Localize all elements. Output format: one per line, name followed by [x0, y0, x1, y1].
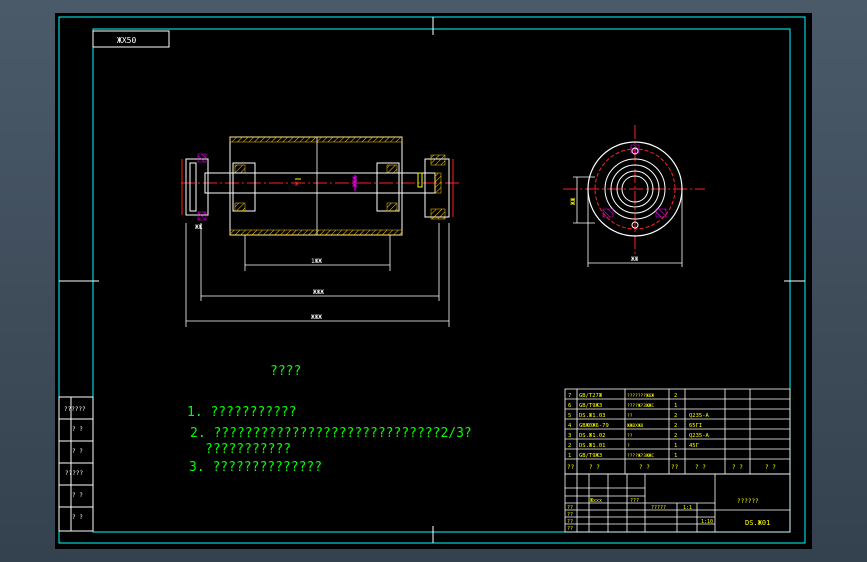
bom-cell-name: ????Ж?3ЖЖC — [627, 453, 654, 459]
bom-cell-name: ???????Ж6Ж — [627, 393, 654, 399]
bom-cell-qty: 1 — [674, 453, 677, 459]
note-2-cont: ??????????? — [205, 442, 291, 457]
dim-inner-length: 1ЖЖ — [311, 258, 322, 265]
left-end-cap — [185, 158, 209, 216]
bom-cell-qty: 1 — [674, 403, 677, 409]
stamp-4: ????? — [65, 470, 83, 477]
technical-notes: ???? 1. ??????????? 2. ?????????????????… — [187, 364, 472, 475]
stamp-3: ? ? — [72, 448, 83, 455]
stamp-5: ? ? — [72, 492, 83, 499]
svg-text:? ?: ? ? — [589, 464, 600, 471]
note-3: 3. ?????????????? — [189, 460, 322, 475]
outer-frame — [58, 16, 806, 544]
bom-cell-material: 45Г — [689, 443, 700, 449]
svg-text:Ж: Ж — [295, 181, 299, 188]
cad-drawing: ЖX50 ?????? ? ? ? ? ????? ? ? ? ? — [58, 16, 806, 544]
svg-text:??: ?? — [567, 512, 573, 518]
svg-text:???: ??? — [630, 498, 639, 504]
notes-title: ???? — [270, 364, 301, 379]
bom-cell-no: 6 — [568, 403, 571, 409]
svg-text:??: ?? — [671, 464, 679, 471]
title-block-text: ?? ?? ?? ?? Жxxx ??? ????? 1:1 1:10 ????… — [567, 498, 770, 532]
bom-cell-name: ? — [627, 443, 630, 449]
bom-cell-code: GBЖ0Ж6-79 — [579, 423, 609, 429]
inner-frame — [92, 28, 791, 533]
drawing-code: DS.Ж01 — [745, 519, 770, 527]
bom-cell-code: GB/T9Ж3 — [579, 403, 602, 409]
bom-cell-qty: 2 — [674, 393, 677, 399]
bom-cell-qty: 2 — [674, 433, 677, 439]
bom-cell-name: ЖЖ0XЖ8 — [627, 423, 644, 429]
bom-cell-no: 7 — [568, 393, 571, 399]
stamp-2: ? ? — [72, 426, 83, 433]
cad-viewport[interactable]: ЖX50 ?????? ? ? ? ? ????? ? ? ? ? — [55, 13, 812, 549]
dim-side-diameter: ЖЖ — [631, 256, 639, 263]
svg-text:??: ?? — [567, 519, 573, 525]
svg-text:ЖЖЖ: ЖЖЖ — [352, 176, 359, 187]
bom-cell-material: 65ГI — [689, 423, 702, 429]
stamp-6: ? ? — [72, 514, 83, 521]
svg-text:Жxxx: Жxxx — [590, 498, 602, 504]
bom-cell-code: DS.Ж1.01 — [579, 443, 606, 449]
bom-cell-qty: 2 — [674, 413, 677, 419]
drum-body — [229, 136, 403, 236]
svg-text:? ?: ? ? — [765, 464, 776, 471]
scale-value: 1:1 — [683, 505, 692, 511]
dim-mid-length: ЖЖЖ — [313, 289, 324, 296]
bom-cell-material: Q235-A — [689, 433, 710, 439]
corner-code-box: ЖX50 — [92, 30, 170, 48]
stamp-1: ?????? — [64, 406, 86, 413]
bom-cell-name: ????Ж?3ЖЖC — [627, 403, 654, 409]
bom-cell-no: 1 — [568, 453, 571, 459]
svg-text:? ?: ? ? — [695, 464, 706, 471]
drawing-name: ?????? — [737, 498, 759, 505]
svg-text:??: ?? — [567, 526, 573, 532]
note-1: 1. ??????????? — [187, 405, 297, 420]
roller-side-view: ЖЖ ЖЖ — [563, 125, 705, 267]
title-block — [564, 473, 791, 533]
bom-cell-qty: 2 — [674, 423, 677, 429]
svg-text:? ?: ? ? — [639, 464, 650, 471]
dim-flange-width: ЖЖ — [195, 224, 203, 231]
bom-cell-no: 5 — [568, 413, 571, 419]
svg-text:??: ?? — [567, 464, 575, 471]
bom-cell-code: DS.Ж1.03 — [579, 413, 606, 419]
bom-header-row: ?? ? ? ? ? ?? ? ? ? ? ? ? — [567, 464, 776, 471]
bom-cell-name: ?? — [627, 413, 633, 419]
bom-table — [564, 388, 791, 475]
corner-code: ЖX50 — [117, 36, 136, 45]
bom-cell-qty: 1 — [674, 443, 677, 449]
dim-overall-length: ЖЖЖ — [311, 314, 322, 321]
bom-cell-code: GB/T27Ж — [579, 393, 603, 399]
left-stamp-column: ?????? ? ? ? ? ????? ? ? ? ? — [58, 396, 94, 532]
note-2: 2. ?????????????????????????????2/3? — [190, 426, 472, 441]
sheet-label: 1:10 — [701, 519, 713, 525]
svg-text:? ?: ? ? — [732, 464, 743, 471]
scale-label: ????? — [651, 505, 666, 511]
bom-cell-no: 4 — [568, 423, 572, 429]
bom-cell-no: 2 — [568, 443, 571, 449]
bom-cell-no: 3 — [568, 433, 571, 439]
svg-text:??: ?? — [567, 505, 573, 511]
bom-cell-name: ?? — [627, 433, 633, 439]
bom-cell-code: DS.Ж1.02 — [579, 433, 606, 439]
roller-front-view: Ж ЖЖЖ 1ЖЖ ЖЖЖ ЖЖЖ ЖЖ — [181, 136, 459, 327]
bom-cell-code: GB/T9Ж3 — [579, 453, 602, 459]
bom-cell-material: Q235-A — [689, 413, 710, 419]
dim-side-width: ЖЖ — [570, 197, 577, 205]
